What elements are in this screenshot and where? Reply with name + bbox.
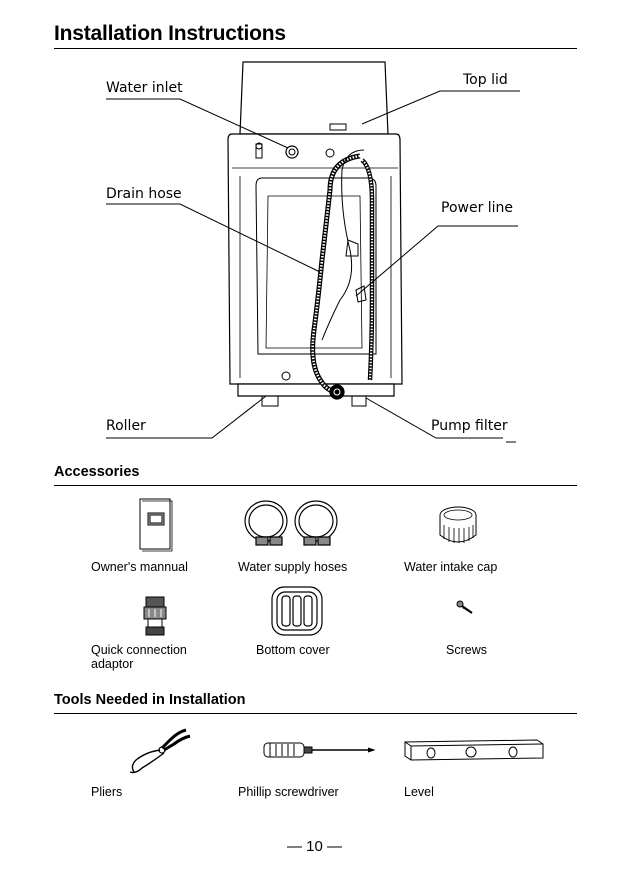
accessory-label-cap: Water intake cap [404,560,498,574]
page-number: — 10 — [286,838,343,855]
tools-heading: Tools Needed in Installation [54,692,246,708]
accessory-label-bottom-cover: Bottom cover [256,643,330,657]
label-drain-hose: Drain hose [106,186,182,202]
screwdriver-icon [263,742,376,758]
accessory-label-hoses: Water supply hoses [238,560,348,574]
label-roller: Roller [106,418,146,434]
bottom-cover-icon [271,586,323,636]
screw-icon [456,600,473,614]
page-title: Installation Instructions [54,22,286,45]
pliers-icon [129,728,191,774]
accessories-heading: Accessories [54,464,140,480]
label-pump-filter: Pump filter [431,418,508,434]
accessory-label-manual: Owner's mannual [91,560,188,574]
accessory-label-adaptor: Quick connection adaptor [91,643,187,671]
level-icon [404,739,544,761]
title-rule [54,48,577,49]
label-power-line: Power line [441,200,514,216]
tool-label-pliers: Pliers [91,785,123,799]
cap-icon [439,506,477,543]
washer-diagram [106,61,520,443]
adaptor-icon [143,596,167,636]
tools-rule [54,713,577,714]
label-top-lid: Top lid [463,72,508,88]
tool-label-screwdriver: Phillip screwdriver [238,785,339,799]
manual-icon [139,498,173,552]
tool-label-level: Level [404,785,434,799]
label-water-inlet: Water inlet [106,80,183,96]
hoses-icon [244,500,338,546]
accessories-rule [54,485,577,486]
accessory-label-screws: Screws [446,643,487,657]
